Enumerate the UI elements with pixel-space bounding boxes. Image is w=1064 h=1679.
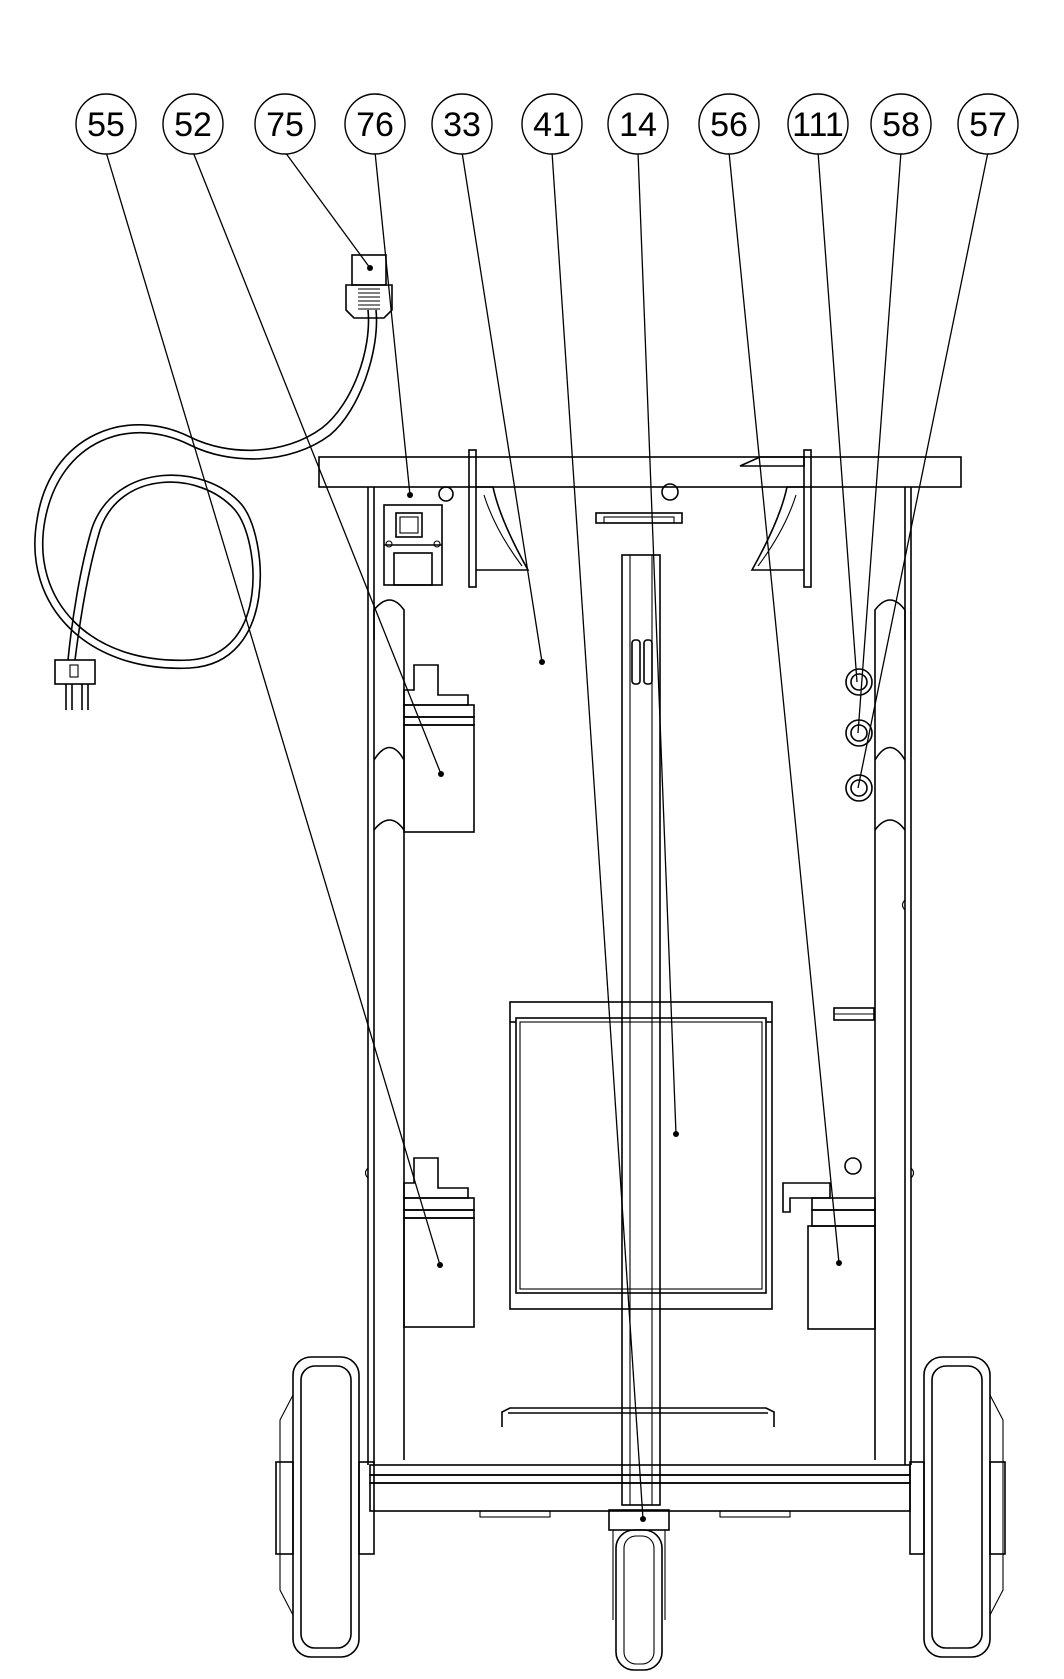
callout-52-label: 52 [174, 106, 212, 144]
callout-bubbles: 55 52 75 76 33 41 14 56 [75, 93, 1019, 155]
callout-41: 41 [521, 93, 583, 155]
leader-111 [817, 151, 858, 683]
callout-56-label: 56 [710, 106, 748, 144]
front-caster [608, 1509, 670, 1671]
top-brackets [438, 449, 812, 588]
power-cord [34, 254, 393, 710]
callout-76-label: 76 [356, 106, 394, 144]
callout-52: 52 [162, 93, 224, 155]
right-wheel [909, 1356, 1006, 1658]
leader-dots [367, 265, 842, 1522]
leader-14 [637, 151, 677, 1135]
leader-56 [728, 151, 840, 1264]
leader-41 [551, 151, 644, 1520]
gas-connectors [845, 668, 873, 802]
callout-33: 33 [431, 93, 493, 155]
callout-57: 57 [957, 93, 1019, 155]
leader-33 [461, 151, 543, 663]
leader-57 [857, 151, 989, 789]
left-lower-holder [403, 1157, 475, 1328]
callout-75-label: 75 [266, 106, 304, 144]
leader-58 [857, 151, 902, 734]
leader-lines [105, 151, 989, 1520]
callout-58-label: 58 [882, 106, 920, 144]
leader-75 [284, 151, 371, 269]
callout-14: 14 [607, 93, 669, 155]
leader-52 [192, 151, 442, 775]
connector-grip [358, 288, 380, 310]
leader-76 [374, 151, 411, 496]
trolley-frame [318, 456, 962, 1465]
leader-55 [105, 151, 441, 1266]
power-switch-module [383, 504, 443, 586]
right-lower-holder [782, 1007, 876, 1330]
left-upper-holder [403, 664, 475, 833]
callout-33-label: 33 [443, 106, 481, 144]
callout-55: 55 [75, 93, 137, 155]
top-plate [318, 456, 962, 488]
callout-57-label: 57 [969, 106, 1007, 144]
callout-41-label: 41 [533, 106, 571, 144]
mains-plug [54, 659, 96, 710]
callout-111: 111 [787, 93, 849, 155]
welding-unit-box [509, 1001, 773, 1310]
callout-76: 76 [344, 93, 406, 155]
callout-56: 56 [698, 93, 760, 155]
central-column [501, 554, 775, 1506]
callout-75: 75 [254, 93, 316, 155]
callout-14-label: 14 [619, 106, 657, 144]
callout-58: 58 [870, 93, 932, 155]
callout-55-label: 55 [87, 106, 125, 144]
left-wheel [275, 1356, 375, 1658]
callout-111-label: 111 [792, 106, 844, 144]
